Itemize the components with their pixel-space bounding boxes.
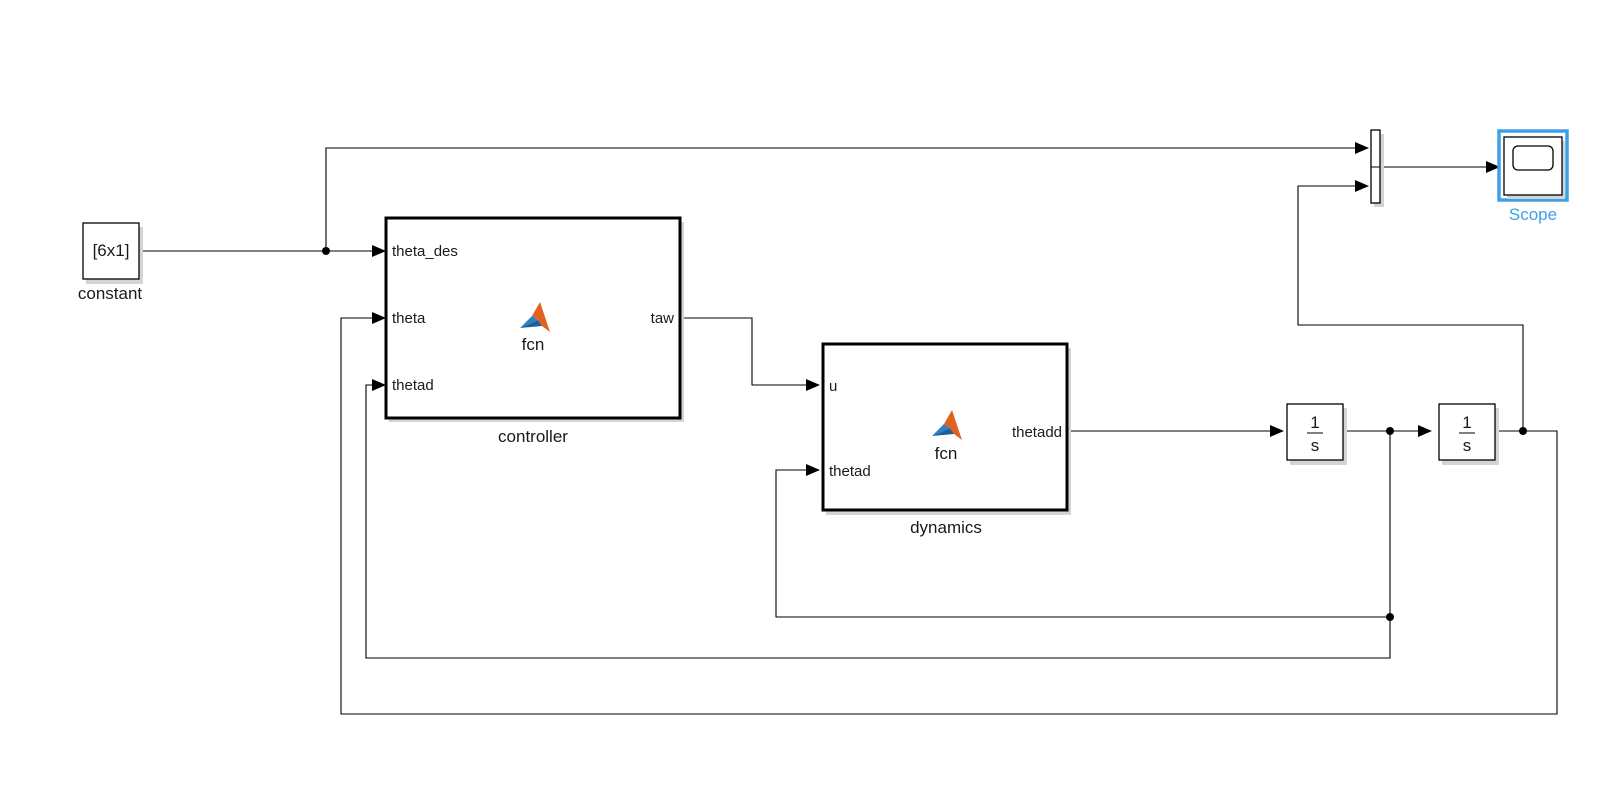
controller-port-thetad: thetad (392, 377, 434, 394)
controller-label: controller (498, 427, 568, 446)
wire-theta-to-mux[interactable] (1297, 185, 1524, 431)
branch-points (322, 247, 1527, 621)
scope-block[interactable] (1497, 129, 1569, 202)
controller-port-theta: theta (392, 310, 426, 327)
dynamics-port-u: u (829, 378, 837, 395)
controller-port-taw: taw (651, 310, 675, 327)
dynamics-label: dynamics (910, 518, 982, 537)
scope-screen-icon (1512, 145, 1554, 171)
controller-block[interactable]: theta_des theta thetad taw fcn (384, 216, 684, 422)
wire-thetad-feedback-dynamics[interactable] (775, 431, 1391, 618)
arrowheads (372, 142, 1500, 476)
constant-block[interactable]: [6x1] (82, 222, 143, 284)
dynamics-block[interactable]: u thetad thetadd fcn (821, 342, 1071, 515)
controller-port-theta-des: theta_des (392, 243, 458, 260)
integrator2-numerator: 1 (1462, 413, 1471, 432)
wire-theta-feedback-controller[interactable] (340, 317, 1558, 715)
integrator2-denominator: s (1463, 436, 1472, 455)
controller-fcn-text: fcn (522, 335, 545, 354)
dynamics-port-thetadd: thetadd (1012, 424, 1062, 441)
scope-label: Scope (1509, 205, 1557, 224)
dynamics-fcn-text: fcn (935, 444, 958, 463)
wire-taw-to-u[interactable] (680, 317, 812, 386)
integrator1-denominator: s (1311, 436, 1320, 455)
dynamics-port-thetad: thetad (829, 463, 871, 480)
mux-block[interactable] (1370, 129, 1384, 207)
integrator2-block[interactable]: 1 s (1438, 403, 1499, 465)
wire-thetad-feedback-controller[interactable] (365, 384, 1391, 659)
integrator1-block[interactable]: 1 s (1286, 403, 1347, 465)
constant-value: [6x1] (93, 241, 130, 260)
integrator1-numerator: 1 (1310, 413, 1319, 432)
wire-constant-to-mux[interactable] (325, 147, 1355, 251)
signal-lines (139, 147, 1558, 715)
constant-label: constant (78, 284, 143, 303)
